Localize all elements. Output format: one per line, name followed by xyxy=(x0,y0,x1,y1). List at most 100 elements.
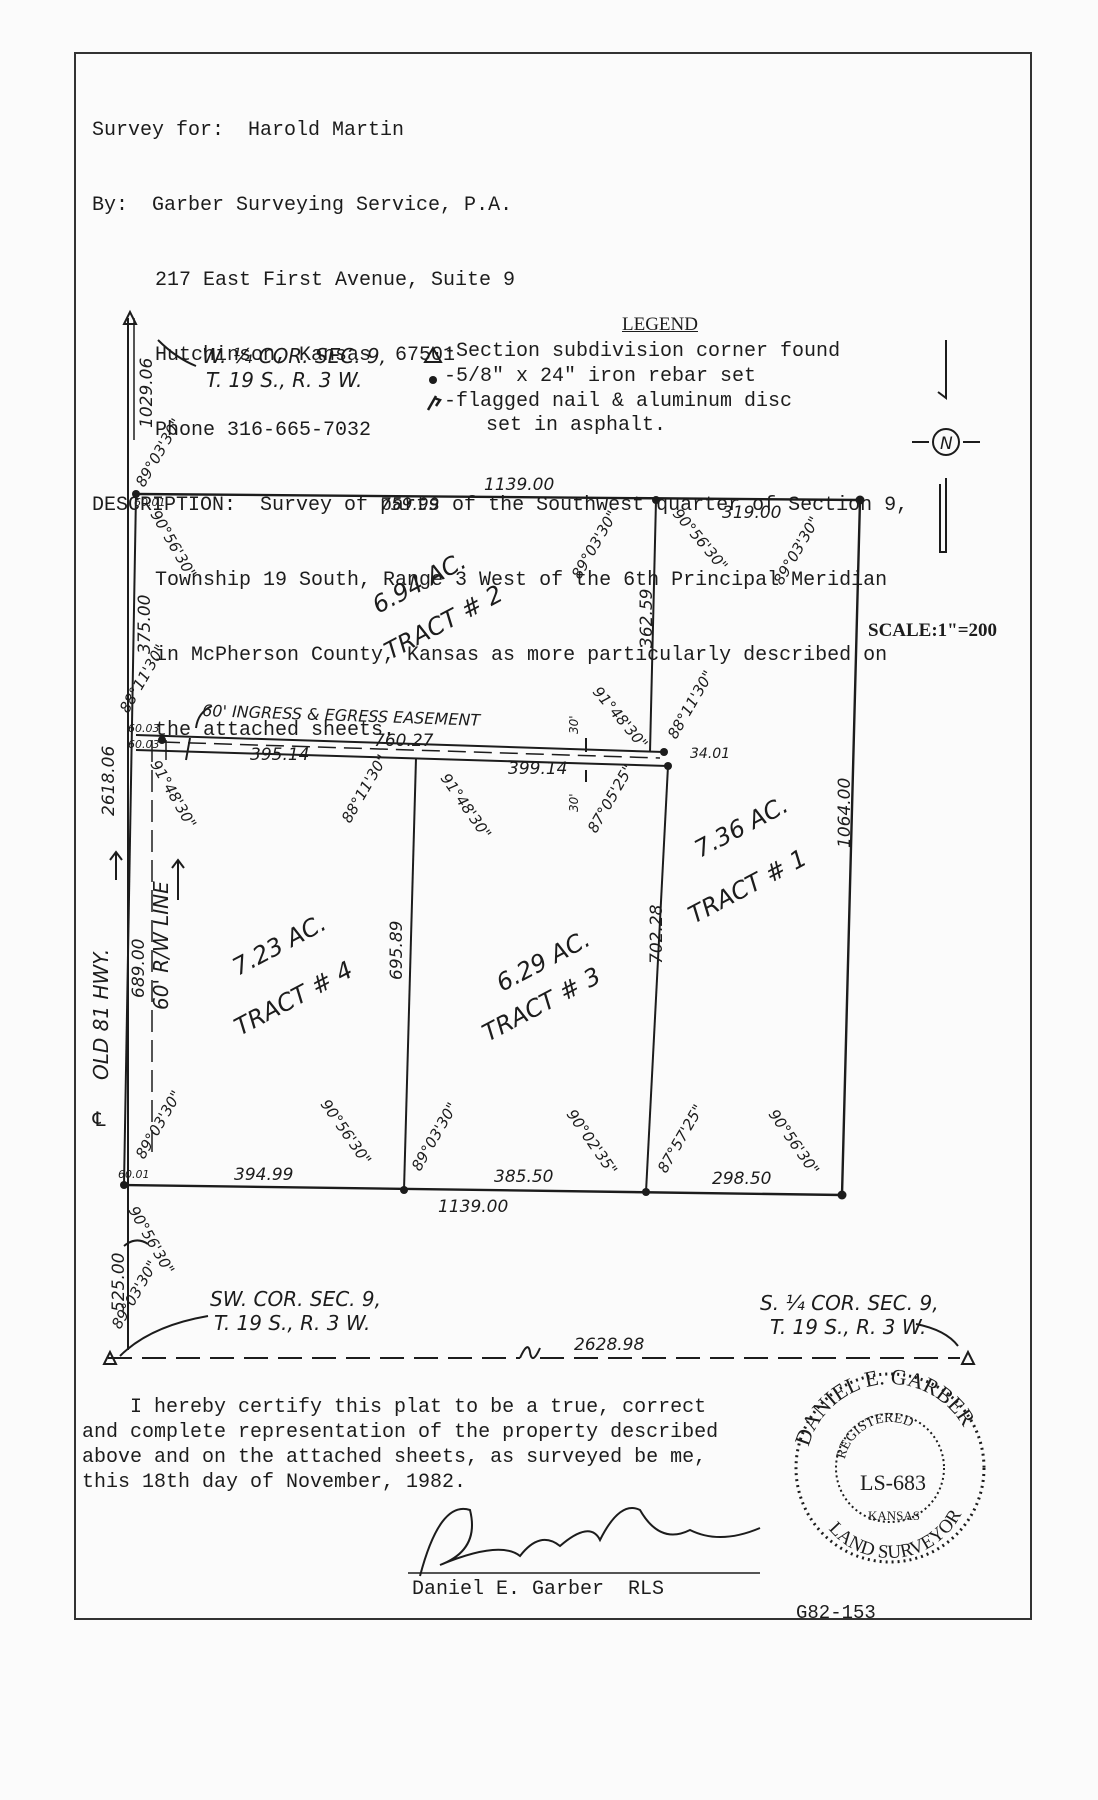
dim-394: 394.99 xyxy=(234,1165,293,1185)
w-quarter-label-2: T. 19 S., R. 3 W. xyxy=(206,368,362,392)
dim-759: 759.99 xyxy=(380,495,439,515)
dim-1139-bot: 1139.00 xyxy=(438,1197,508,1217)
angle-8: 88°11'30" xyxy=(664,667,717,742)
signature-scribble xyxy=(419,1507,761,1577)
dim-60-03-a: 60.03 xyxy=(128,722,160,735)
rebar-dot-icon xyxy=(660,748,668,756)
dim-399: 399.14 xyxy=(508,759,567,779)
cert-line-4: this 18th day of November, 1982. xyxy=(82,1471,467,1494)
dim-1029: 1029.06 xyxy=(137,358,157,428)
s-quarter-leader xyxy=(915,1323,959,1347)
rebar-dot-icon xyxy=(400,1186,408,1194)
centerline-symbol: ℄ xyxy=(90,1107,108,1131)
angle-3: 89°03'30" xyxy=(568,507,621,582)
rebar-dot-icon xyxy=(158,736,166,744)
dim-60-03-b: 60.03 xyxy=(128,738,160,751)
corner-triangle-icon xyxy=(102,1349,118,1365)
tract-1-3-line xyxy=(645,765,669,1193)
rebar-dot-icon xyxy=(642,1188,650,1196)
sw-corner-label-2: T. 19 S., R. 3 W. xyxy=(214,1311,370,1335)
rebar-dot-icon xyxy=(429,376,437,384)
easement-line-south xyxy=(135,749,669,767)
angle-10: 88°11'30" xyxy=(338,751,391,826)
cert-line-1: I hereby certify this plat to be a true,… xyxy=(82,1396,707,1419)
dim-60-01-b: 60.01 xyxy=(118,1168,150,1181)
s-quarter-label-1: S. ¼ COR. SEC. 9, xyxy=(760,1291,939,1315)
sw-corner-label-1: SW. COR. SEC. 9, xyxy=(210,1287,381,1311)
description-line-2: Township 19 South, Range 3 West of the 6… xyxy=(155,569,888,592)
angle-7: 91°48'30" xyxy=(147,757,200,832)
row-line-label: 60' R/W LINE xyxy=(149,881,173,1010)
dim-362: 362.59 xyxy=(637,589,657,648)
north-arrow-upper xyxy=(937,340,947,400)
signer-name: Daniel E. Garber RLS xyxy=(412,1578,665,1601)
angle-18: 90°56'30" xyxy=(765,1106,823,1178)
legend-item-nail: -flagged nail & aluminum disc xyxy=(444,390,793,413)
angle-11: 91°48'30" xyxy=(437,770,495,842)
dim-525: 525.00 xyxy=(109,1253,129,1312)
legend-item-corner: -Section subdivision corner found xyxy=(444,340,841,363)
angle-14: 90°56'30" xyxy=(317,1096,375,1168)
seal-number: LS-683 xyxy=(860,1470,926,1495)
dim-702: 702.28 xyxy=(647,904,667,964)
plat-frame xyxy=(74,52,1032,1620)
corner-triangle-icon xyxy=(122,309,138,325)
easement-label: 60' INGRESS & EGRESS EASEMENT xyxy=(202,701,482,730)
angle-2: 90°56'30" xyxy=(147,507,200,582)
dim-2618: 2618.06 xyxy=(99,746,119,816)
survey-for: Survey for: Harold Martin xyxy=(92,119,405,142)
tract-1-area: 7.36 AC. xyxy=(690,791,793,864)
north-label: N xyxy=(940,434,953,454)
dim-760: 760.27 xyxy=(374,731,434,751)
legend-symbols xyxy=(423,345,443,411)
north-circle-icon xyxy=(932,428,960,456)
dim-30-b: 30' xyxy=(567,793,581,812)
dim-1064: 1064.00 xyxy=(835,778,855,848)
tract-3-4-line xyxy=(403,757,417,1191)
triangle-icon xyxy=(423,345,443,363)
angle-13: 89°03'30" xyxy=(132,1087,185,1162)
seal-name: DANIEL E. GARBER xyxy=(789,1364,980,1449)
dim-375: 375.00 xyxy=(135,595,155,654)
angle-12: 87°05'25" xyxy=(584,761,637,836)
rebar-dot-icon xyxy=(120,1181,128,1189)
scale-label: SCALE:1"=200 xyxy=(868,620,998,641)
legend-item-nail-2: set in asphalt. xyxy=(486,414,667,437)
survey-header: Survey for: Harold Martin By: Garber Sur… xyxy=(92,68,908,768)
rebar-dot-icon xyxy=(837,1190,847,1200)
rebar-dot-icon xyxy=(664,762,672,770)
sw-corner-leader xyxy=(119,1315,209,1357)
rebar-dot-icon xyxy=(652,496,660,504)
angle-15: 89°03'30" xyxy=(408,1099,461,1174)
angle-9: 91°48'30" xyxy=(589,683,652,753)
legend-item-rebar: -5/8" x 24" iron rebar set xyxy=(444,365,757,388)
dim-298: 298.50 xyxy=(712,1169,771,1189)
dim-1139-top: 1139.00 xyxy=(484,475,554,495)
cert-line-2: and complete representation of the prope… xyxy=(82,1421,719,1444)
s-quarter-label-2: T. 19 S., R. 3 W. xyxy=(770,1315,926,1339)
angle-16: 90°02'35" xyxy=(563,1106,621,1178)
dim-385: 385.50 xyxy=(494,1167,553,1187)
dim-319: 319.00 xyxy=(722,503,781,523)
w-quarter-leader xyxy=(157,339,197,367)
surveyor-firm: By: Garber Surveying Service, P.A. xyxy=(92,194,513,217)
dim-60-01-a: 60.01 xyxy=(134,496,166,509)
seal-registered: REGISTERED xyxy=(834,1411,915,1461)
north-arrow-lower xyxy=(939,478,947,553)
dim-695: 695.89 xyxy=(387,921,407,980)
phone: Phone 316-665-7032 xyxy=(155,419,372,442)
easement-centerline xyxy=(161,741,661,759)
tract-boundary xyxy=(123,492,862,1197)
document-id: G82-153 xyxy=(796,1602,876,1624)
angle-17: 87°57'25" xyxy=(654,1101,707,1176)
dim-395: 395.14 xyxy=(250,745,309,765)
tract-1-2-line xyxy=(649,499,657,753)
w-quarter-label-1: W. ¼ COR. SEC. 9, xyxy=(202,344,386,368)
legend-title: LEGEND xyxy=(622,314,698,335)
certification: I hereby certify this plat to be a true,… xyxy=(82,1395,718,1495)
flagged-nail-icon xyxy=(426,395,442,411)
road-hwy-label: OLD 81 HWY. xyxy=(89,949,113,1080)
seal-state: KANSAS xyxy=(868,1508,920,1523)
dim-30-a: 30' xyxy=(567,715,581,734)
